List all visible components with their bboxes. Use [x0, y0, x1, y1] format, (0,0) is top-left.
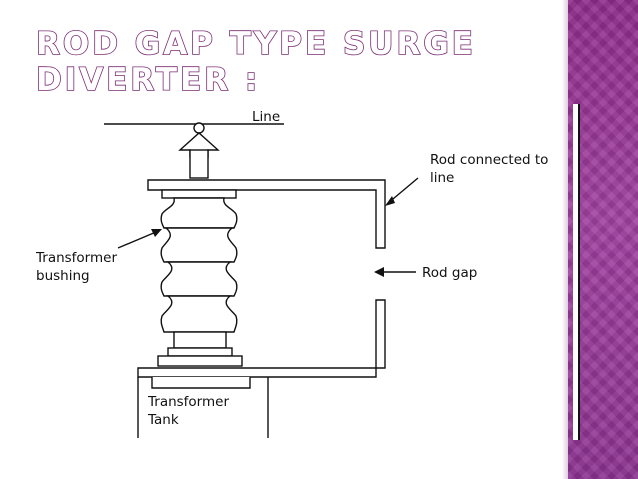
bushing-pointer-head — [151, 229, 162, 237]
slide-title: Rod Gap Type Surge Diverter : — [35, 25, 556, 99]
transformer-tank — [137, 377, 269, 438]
label-line: Line — [252, 109, 280, 125]
title-line-1: Rod Gap Type Surge — [35, 25, 476, 63]
upper-rod — [147, 179, 386, 249]
transformer-bushing — [157, 197, 243, 367]
bushing-pointer-line — [117, 231, 157, 249]
tank-top-flange — [151, 377, 251, 389]
terminal-stem — [189, 149, 209, 179]
rod-pointer-head — [385, 196, 395, 206]
gap-pointer-head — [374, 267, 384, 277]
bushing-top-plate — [161, 189, 237, 199]
title-line-2: Diverter : — [35, 61, 261, 99]
label-tank-1: Transformer — [147, 394, 229, 410]
sidebar-shadow — [562, 0, 568, 479]
label-tank-2: Tank — [147, 412, 179, 428]
label-bushing-1: Transformer — [35, 250, 117, 266]
label-rod-gap: Rod gap — [422, 265, 477, 281]
image-frame-edge — [573, 104, 580, 440]
label-rod-connected-2: line — [430, 170, 454, 186]
line-terminal — [193, 122, 205, 134]
label-rod-connected-1: Rod connected to — [430, 152, 548, 168]
label-bushing-2: bushing — [36, 268, 90, 284]
